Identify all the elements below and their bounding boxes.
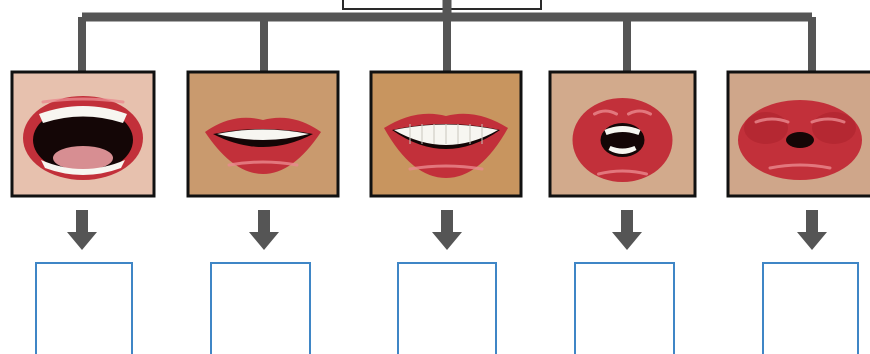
lower-teeth xyxy=(608,146,637,154)
mouth-pucker xyxy=(726,70,870,354)
answer-box xyxy=(762,262,859,354)
answer-box xyxy=(210,262,311,354)
tongue xyxy=(53,146,113,170)
photo-frame xyxy=(10,70,156,198)
down-arrow xyxy=(67,210,97,250)
down-arrow xyxy=(249,210,279,250)
mouth-wide-open xyxy=(10,70,156,354)
mouth-smile xyxy=(186,70,340,354)
mouth-photo xyxy=(548,70,697,198)
mouth-round-o xyxy=(548,70,697,354)
lip-highlight xyxy=(754,117,790,124)
mouth-photo xyxy=(10,70,156,198)
answer-box xyxy=(397,262,497,354)
photo-frame xyxy=(726,70,870,198)
lip-fold-left xyxy=(744,112,788,144)
root-label-box xyxy=(342,0,542,10)
down-arrow xyxy=(612,210,642,250)
mouth-photo xyxy=(186,70,340,198)
upper-teeth xyxy=(604,126,641,135)
lip-highlight xyxy=(593,109,618,116)
lip-highlight xyxy=(810,117,846,124)
lip-highlight xyxy=(597,169,648,176)
mouth-photo xyxy=(369,70,523,198)
answer-box xyxy=(574,262,675,354)
answer-box xyxy=(35,262,133,354)
lip-highlight xyxy=(408,164,484,171)
photo-frame xyxy=(548,70,697,198)
upper-teeth xyxy=(39,106,127,123)
mouth-big-smile xyxy=(369,70,523,354)
photo-frame xyxy=(186,70,340,198)
connector-tree xyxy=(78,0,816,72)
down-arrow xyxy=(797,210,827,250)
mouth-opening xyxy=(786,132,814,148)
upper-teeth xyxy=(217,129,309,140)
lip-highlight xyxy=(627,109,652,116)
down-arrow xyxy=(432,210,462,250)
lip-highlight xyxy=(227,160,299,167)
lip-highlight xyxy=(768,163,832,170)
lip-fold-right xyxy=(812,112,856,144)
mouth-photo xyxy=(726,70,870,198)
lower-teeth xyxy=(41,160,125,175)
photo-frame xyxy=(369,70,523,198)
lip-highlight xyxy=(41,97,125,104)
